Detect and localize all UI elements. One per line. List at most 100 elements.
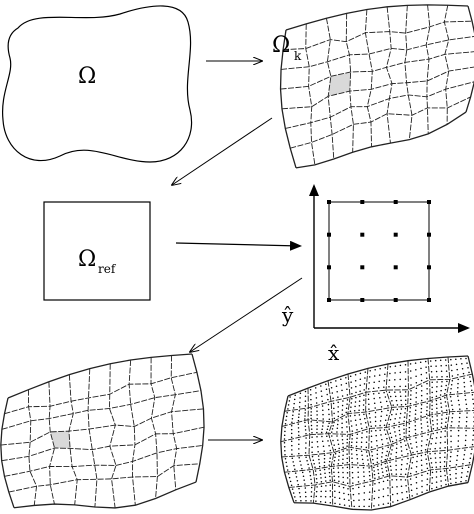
- mesh-node: [329, 484, 332, 486]
- mesh-node: [425, 443, 428, 446]
- mesh-node: [348, 505, 351, 507]
- mesh-node: [471, 443, 474, 446]
- mesh-node: [322, 418, 324, 420]
- mesh-node: [355, 391, 357, 394]
- mesh-node: [463, 390, 466, 392]
- mesh-node: [321, 425, 324, 427]
- mesh-line: [281, 391, 474, 427]
- mesh-line: [0, 397, 15, 508]
- mesh-node: [368, 498, 371, 500]
- mesh-node: [441, 418, 443, 420]
- mesh-node: [343, 504, 346, 506]
- mesh-node: [350, 445, 353, 447]
- mesh-node: [427, 429, 430, 431]
- mesh-node: [330, 386, 333, 389]
- mesh-node: [435, 442, 437, 444]
- mesh-node: [353, 505, 355, 508]
- mesh-node: [391, 486, 394, 488]
- mesh-node: [354, 401, 357, 403]
- mesh-node: [323, 465, 326, 467]
- mesh-node: [424, 360, 427, 363]
- mesh-node: [364, 377, 366, 379]
- mesh-line: [128, 359, 136, 506]
- mesh-node: [358, 404, 361, 407]
- mesh-node: [298, 443, 300, 446]
- mesh-node: [457, 445, 459, 447]
- mesh-node: [385, 454, 387, 457]
- mesh-node: [321, 400, 324, 403]
- mesh-node: [426, 483, 428, 486]
- mesh-node: [298, 406, 301, 408]
- mesh-line: [284, 446, 474, 473]
- mesh-node: [411, 447, 413, 449]
- mesh-node: [309, 474, 312, 477]
- mesh-node: [370, 446, 373, 448]
- mesh-node: [314, 466, 316, 469]
- mesh-node: [470, 385, 472, 387]
- mesh-node: [409, 478, 412, 480]
- mesh-node: [334, 490, 336, 493]
- mesh-node: [406, 496, 409, 499]
- mesh-node: [461, 471, 463, 474]
- mesh-node: [426, 489, 428, 491]
- mesh-node: [384, 373, 386, 375]
- mesh-node: [317, 445, 319, 448]
- mesh-node: [415, 405, 417, 408]
- mesh-node: [365, 436, 368, 438]
- mesh-node: [293, 398, 296, 401]
- mesh-node: [297, 427, 300, 429]
- mesh-node: [463, 386, 466, 388]
- mesh-node: [394, 391, 396, 393]
- mesh-node: [337, 463, 340, 465]
- mesh-node: [441, 376, 443, 378]
- mesh-node: [351, 441, 353, 444]
- mesh-node: [389, 457, 391, 459]
- mesh-node: [415, 392, 418, 394]
- mesh-node: [387, 494, 389, 497]
- mesh-node: [409, 406, 412, 409]
- mesh-node: [310, 421, 312, 423]
- mesh-node: [374, 407, 376, 409]
- mesh-node: [440, 431, 442, 433]
- mesh-line: [280, 395, 295, 503]
- mesh-node: [414, 417, 416, 419]
- mesh-node: [463, 377, 465, 379]
- mesh-node: [435, 466, 438, 468]
- mesh-node: [393, 422, 395, 425]
- mesh-node: [400, 473, 402, 475]
- mesh-node: [424, 448, 427, 451]
- mesh-node: [388, 428, 390, 430]
- mesh-node: [320, 385, 322, 387]
- mesh-node: [339, 503, 341, 506]
- mesh-node: [341, 426, 343, 429]
- mesh-node: [440, 389, 442, 392]
- mesh-node: [387, 409, 389, 412]
- mesh-node: [394, 365, 397, 367]
- mesh-node: [440, 406, 443, 408]
- mesh-node: [389, 418, 392, 421]
- mesh-node: [410, 442, 412, 445]
- mesh-node: [450, 364, 453, 366]
- mesh-line: [347, 373, 353, 510]
- mesh-line: [465, 5, 474, 113]
- mesh-node: [368, 412, 371, 415]
- mesh-node: [387, 442, 389, 444]
- mesh-node: [317, 450, 319, 453]
- mesh-node: [389, 395, 392, 398]
- mesh-node: [341, 413, 343, 416]
- mesh-node: [360, 423, 362, 425]
- mesh-node: [396, 499, 399, 502]
- mesh-node: [285, 415, 288, 418]
- reference-node-box: [328, 201, 430, 301]
- mesh-node: [416, 460, 418, 463]
- mesh-node: [320, 481, 323, 483]
- mesh-node: [426, 377, 428, 380]
- mesh-node: [466, 416, 468, 419]
- mesh-node: [337, 471, 340, 474]
- mesh-node: [294, 472, 297, 474]
- mesh-node: [465, 480, 467, 482]
- mesh-line: [13, 481, 197, 509]
- mesh-node: [328, 467, 330, 470]
- mesh-node: [415, 396, 417, 399]
- mesh-node: [420, 423, 423, 425]
